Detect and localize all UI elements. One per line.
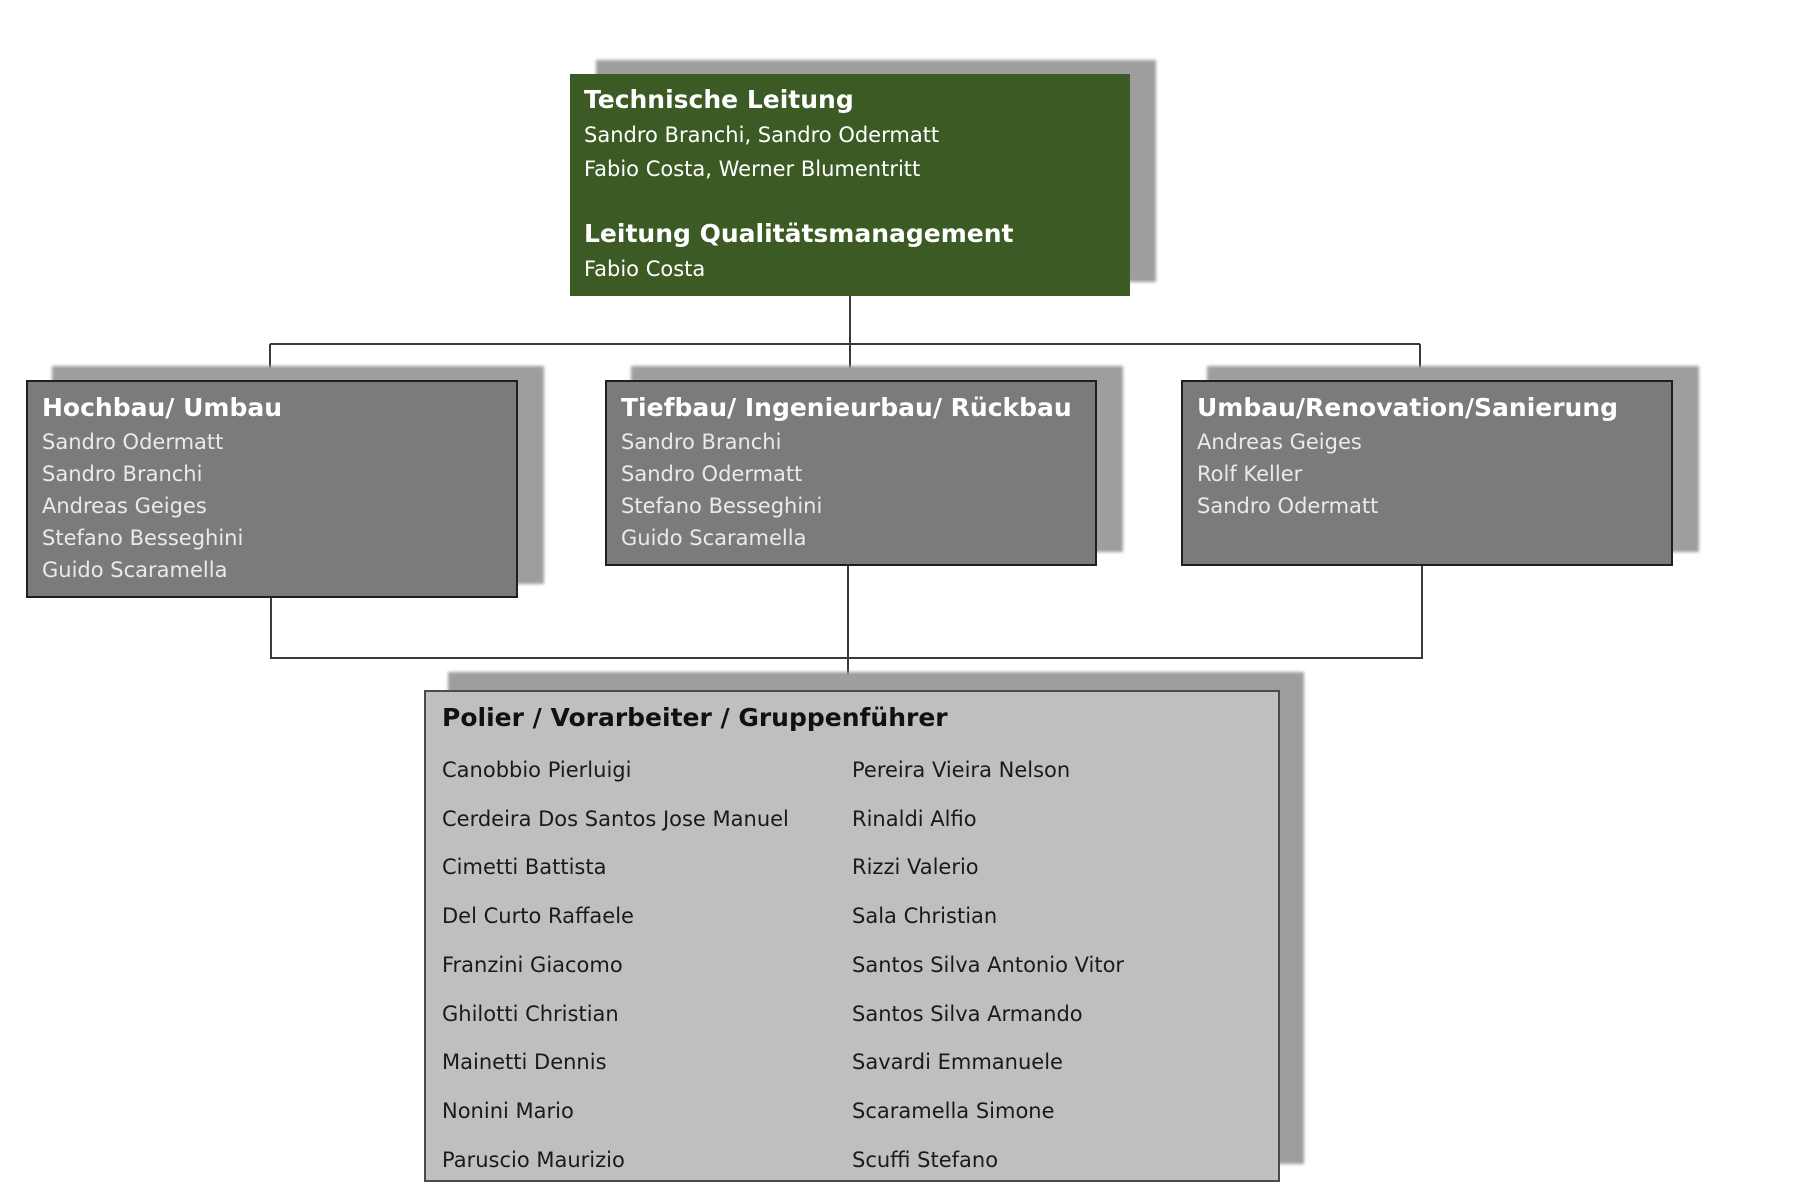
list-item: Cimetti Battista xyxy=(442,855,607,880)
polier-column-right: Pereira Vieira Nelson Rinaldi Alfio Rizz… xyxy=(852,746,1262,1184)
dept-member: Guido Scaramella xyxy=(621,526,807,550)
dept-member: Stefano Besseghini xyxy=(621,494,823,518)
dept-member: Sandro Odermatt xyxy=(621,462,803,486)
polier-columns: Canobbio Pierluigi Cerdeira Dos Santos J… xyxy=(442,746,1262,1184)
polier-title: Polier / Vorarbeiter / Gruppenführer xyxy=(442,703,948,732)
dept-member: Sandro Odermatt xyxy=(42,430,224,454)
list-item: Cerdeira Dos Santos Jose Manuel xyxy=(442,806,789,831)
list-item: Scaramella Simone xyxy=(852,1098,1055,1123)
list-item: Nonini Mario xyxy=(442,1098,574,1123)
list-item: Sala Christian xyxy=(852,904,998,929)
box-polier-vorarbeiter: Polier / Vorarbeiter / Gruppenführer Can… xyxy=(424,690,1280,1182)
dept-member: Rolf Keller xyxy=(1197,462,1303,486)
box-technische-leitung: Technische Leitung Sandro Branchi, Sandr… xyxy=(570,74,1130,296)
list-item: Rinaldi Alfio xyxy=(852,806,977,831)
list-item: Scuffi Stefano xyxy=(852,1147,999,1172)
list-item: Santos Silva Antonio Vitor xyxy=(852,952,1125,977)
dept-title: Hochbau/ Umbau xyxy=(42,393,283,422)
dept-title: Tiefbau/ Ingenieurbau/ Rückbau xyxy=(621,393,1072,422)
dept-member: Sandro Branchi xyxy=(42,462,203,486)
list-item: Pereira Vieira Nelson xyxy=(852,758,1071,782)
list-item: Franzini Giacomo xyxy=(442,952,623,977)
dept-member: Stefano Besseghini xyxy=(42,526,244,550)
dept-member: Sandro Odermatt xyxy=(1197,494,1379,518)
top-line-1: Sandro Branchi, Sandro Odermatt xyxy=(584,123,940,147)
dept-member: Guido Scaramella xyxy=(42,558,228,582)
qm-name: Fabio Costa xyxy=(584,257,706,281)
list-item: Ghilotti Christian xyxy=(442,1001,619,1026)
dept-member: Sandro Branchi xyxy=(621,430,782,454)
qm-title: Leitung Qualitätsmanagement xyxy=(584,219,1014,248)
list-item: Paruscio Maurizio xyxy=(442,1147,625,1172)
dept-member: Andreas Geiges xyxy=(42,494,207,518)
top-title: Technische Leitung xyxy=(584,85,854,114)
list-item: Canobbio Pierluigi xyxy=(442,758,632,782)
list-item: Del Curto Raffaele xyxy=(442,904,634,929)
list-item: Santos Silva Armando xyxy=(852,1001,1083,1026)
polier-column-left: Canobbio Pierluigi Cerdeira Dos Santos J… xyxy=(442,746,852,1184)
list-item: Rizzi Valerio xyxy=(852,855,979,880)
dept-member: Andreas Geiges xyxy=(1197,430,1362,454)
top-line-2: Fabio Costa, Werner Blumentritt xyxy=(584,157,921,181)
box-hochbau-umbau: Hochbau/ Umbau Sandro Odermatt Sandro Br… xyxy=(26,380,518,598)
dept-title: Umbau/Renovation/Sanierung xyxy=(1197,393,1619,422)
box-tiefbau-ingenieurbau-rueckbau: Tiefbau/ Ingenieurbau/ Rückbau Sandro Br… xyxy=(605,380,1097,566)
box-umbau-renovation-sanierung: Umbau/Renovation/Sanierung Andreas Geige… xyxy=(1181,380,1673,566)
list-item: Savardi Emmanuele xyxy=(852,1050,1063,1075)
list-item: Mainetti Dennis xyxy=(442,1050,607,1075)
